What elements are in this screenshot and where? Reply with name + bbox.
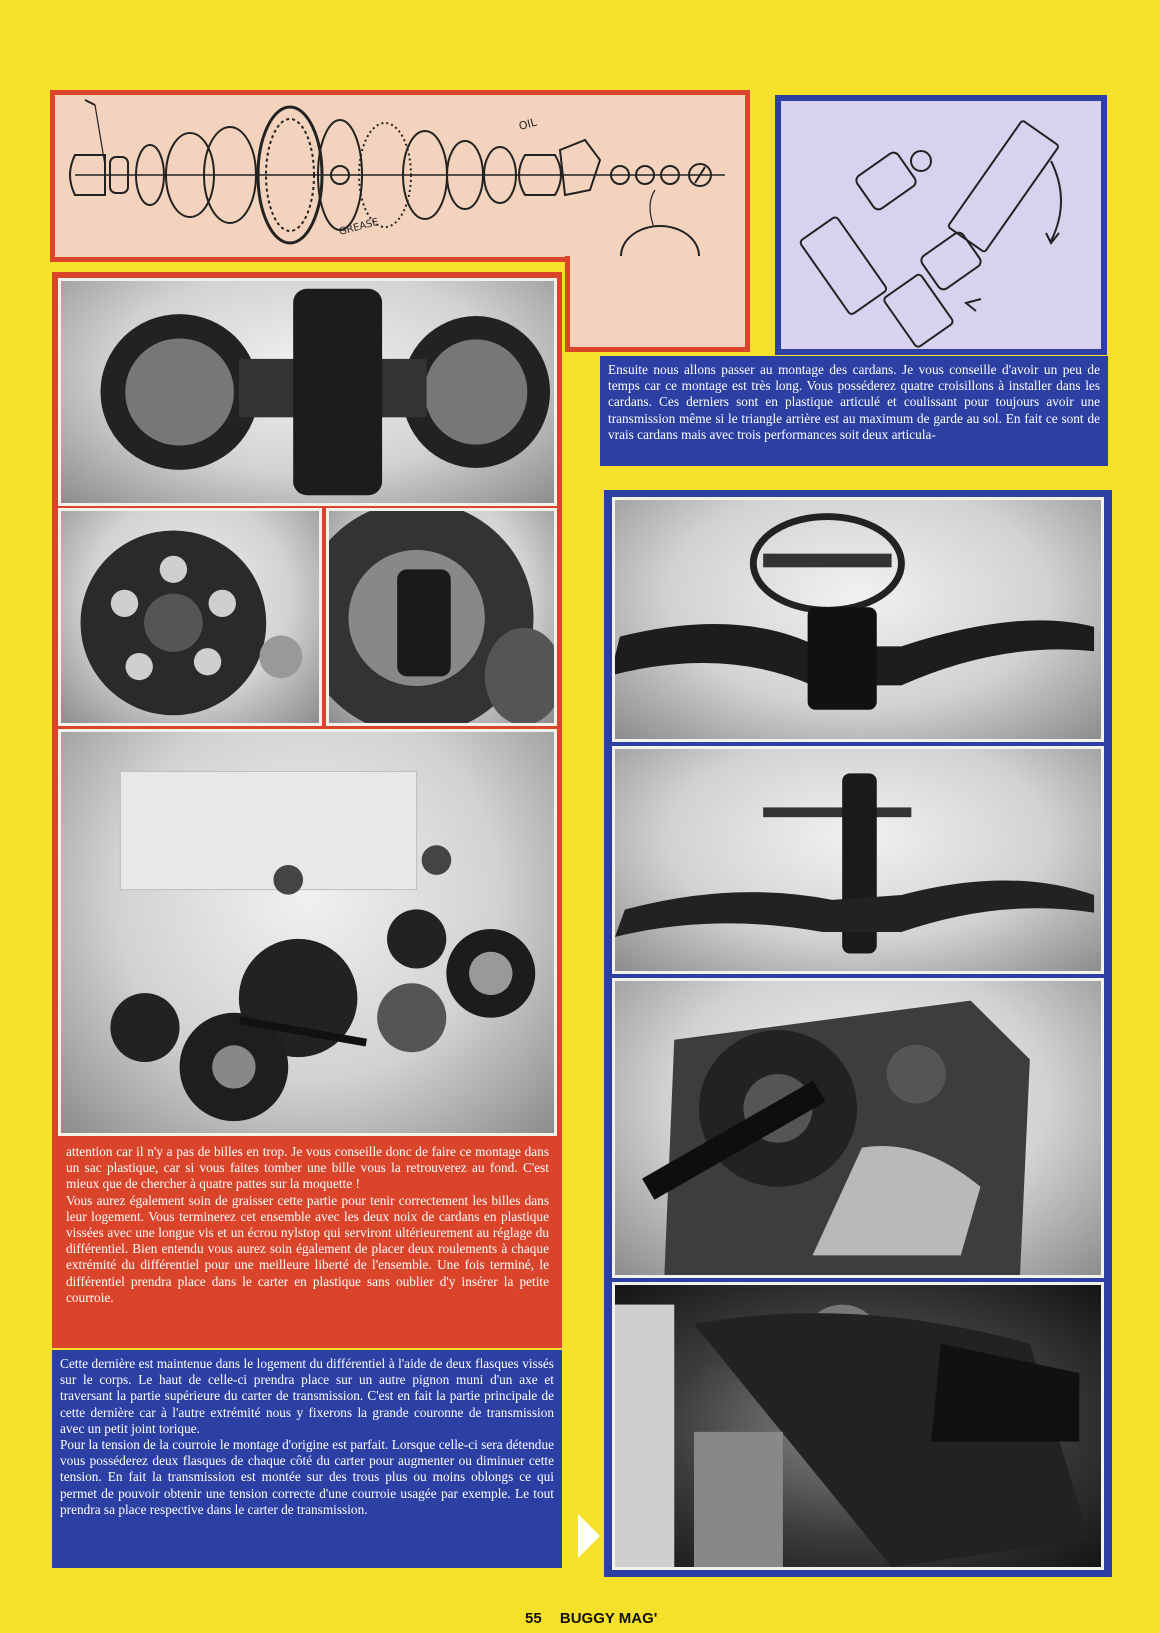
transmission-belt-assembly-photo <box>612 497 1104 742</box>
carter-transmission-photo <box>612 978 1104 1278</box>
differential-close-up-photo <box>326 508 557 726</box>
oil-label: OIL <box>517 115 539 132</box>
page-footer: 55 BUGGY MAG' <box>525 1610 657 1627</box>
magazine-name: BUGGY MAG' <box>559 1610 658 1627</box>
continue-arrow-icon <box>578 1514 600 1558</box>
cardans-intro-text: Ensuite nous allons passer au montage de… <box>600 356 1108 466</box>
billes-text-block: attention car il n'y a pas de billes en … <box>58 1138 557 1343</box>
differential-assembly-photo <box>58 278 557 506</box>
cardan-joint-diagram <box>799 120 1062 348</box>
installed-transmission-photo <box>612 1282 1104 1570</box>
transmission-side-view-photo <box>612 746 1104 974</box>
cardan-diagram-frame <box>775 95 1107 355</box>
exploded-diagram-frame: OIL GREASE <box>50 90 750 262</box>
courroie-paragraph-1: Cette dernière est maintenue dans le log… <box>60 1356 554 1436</box>
billes-paragraph-2: Vous aurez également soin de graisser ce… <box>66 1192 549 1305</box>
courroie-text-block: Cette dernière est maintenue dans le log… <box>52 1350 562 1568</box>
page-number: 55 <box>525 1610 542 1627</box>
courroie-paragraph-2: Pour la tension de la courroie le montag… <box>60 1437 554 1517</box>
differential-exploded-diagram: OIL GREASE <box>69 99 725 245</box>
billes-paragraph-1: attention car il n'y a pas de billes en … <box>66 1144 549 1192</box>
cardans-intro-paragraph: Ensuite nous allons passer au montage de… <box>608 362 1100 442</box>
diagram-detail-box <box>565 256 750 352</box>
differential-parts-kit-photo <box>58 729 557 1136</box>
gear-and-pinion-photo <box>58 508 322 726</box>
grease-label: GREASE <box>338 217 380 238</box>
